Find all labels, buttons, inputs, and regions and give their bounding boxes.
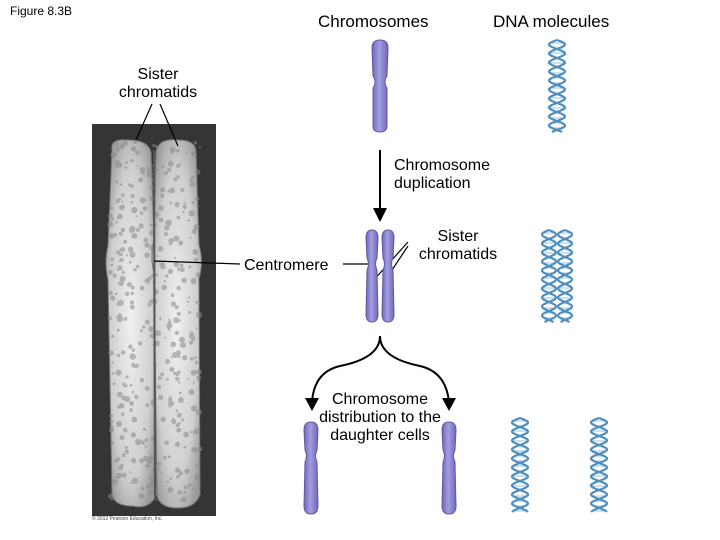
chromosomes-header: Chromosomes [318, 12, 429, 31]
right-arrowhead [442, 398, 456, 411]
left-arrowhead [305, 398, 319, 411]
chromosome-micrograph [92, 124, 216, 516]
dna-double-helix-daughter-right [590, 416, 608, 513]
unduplicated-chromosome [371, 39, 389, 133]
duplicated-chromosome [365, 229, 395, 323]
dna-double-helix-sister-b [557, 228, 573, 323]
centromere-label: Centromere [244, 257, 329, 274]
centromere-pointer-left [153, 260, 241, 265]
chromosome-distribution-label: Chromosome distribution to the daughter … [319, 391, 441, 444]
copyright-notice: © 2012 Pearson Education, Inc. [92, 516, 163, 522]
dna-double-helix-sister-a [541, 228, 557, 323]
duplication-arrow [373, 150, 387, 222]
dna-double-helix-top [548, 38, 566, 134]
sister-chromatids-duplicated-label: Sister chromatids [418, 228, 498, 263]
sister-chromatids-pointer [135, 103, 179, 147]
dna-double-helix-daughter-left [511, 416, 529, 513]
distribution-arrows [311, 335, 450, 403]
figure-label: Figure 8.3B [10, 4, 73, 18]
chromosome-duplication-label: Chromosome duplication [394, 157, 491, 192]
sister-chromatids-label: Sister chromatids [118, 66, 198, 101]
daughter-chromosome-left [303, 421, 319, 515]
daughter-chromosome-right [441, 421, 457, 515]
dna-molecules-header: DNA molecules [493, 12, 610, 31]
